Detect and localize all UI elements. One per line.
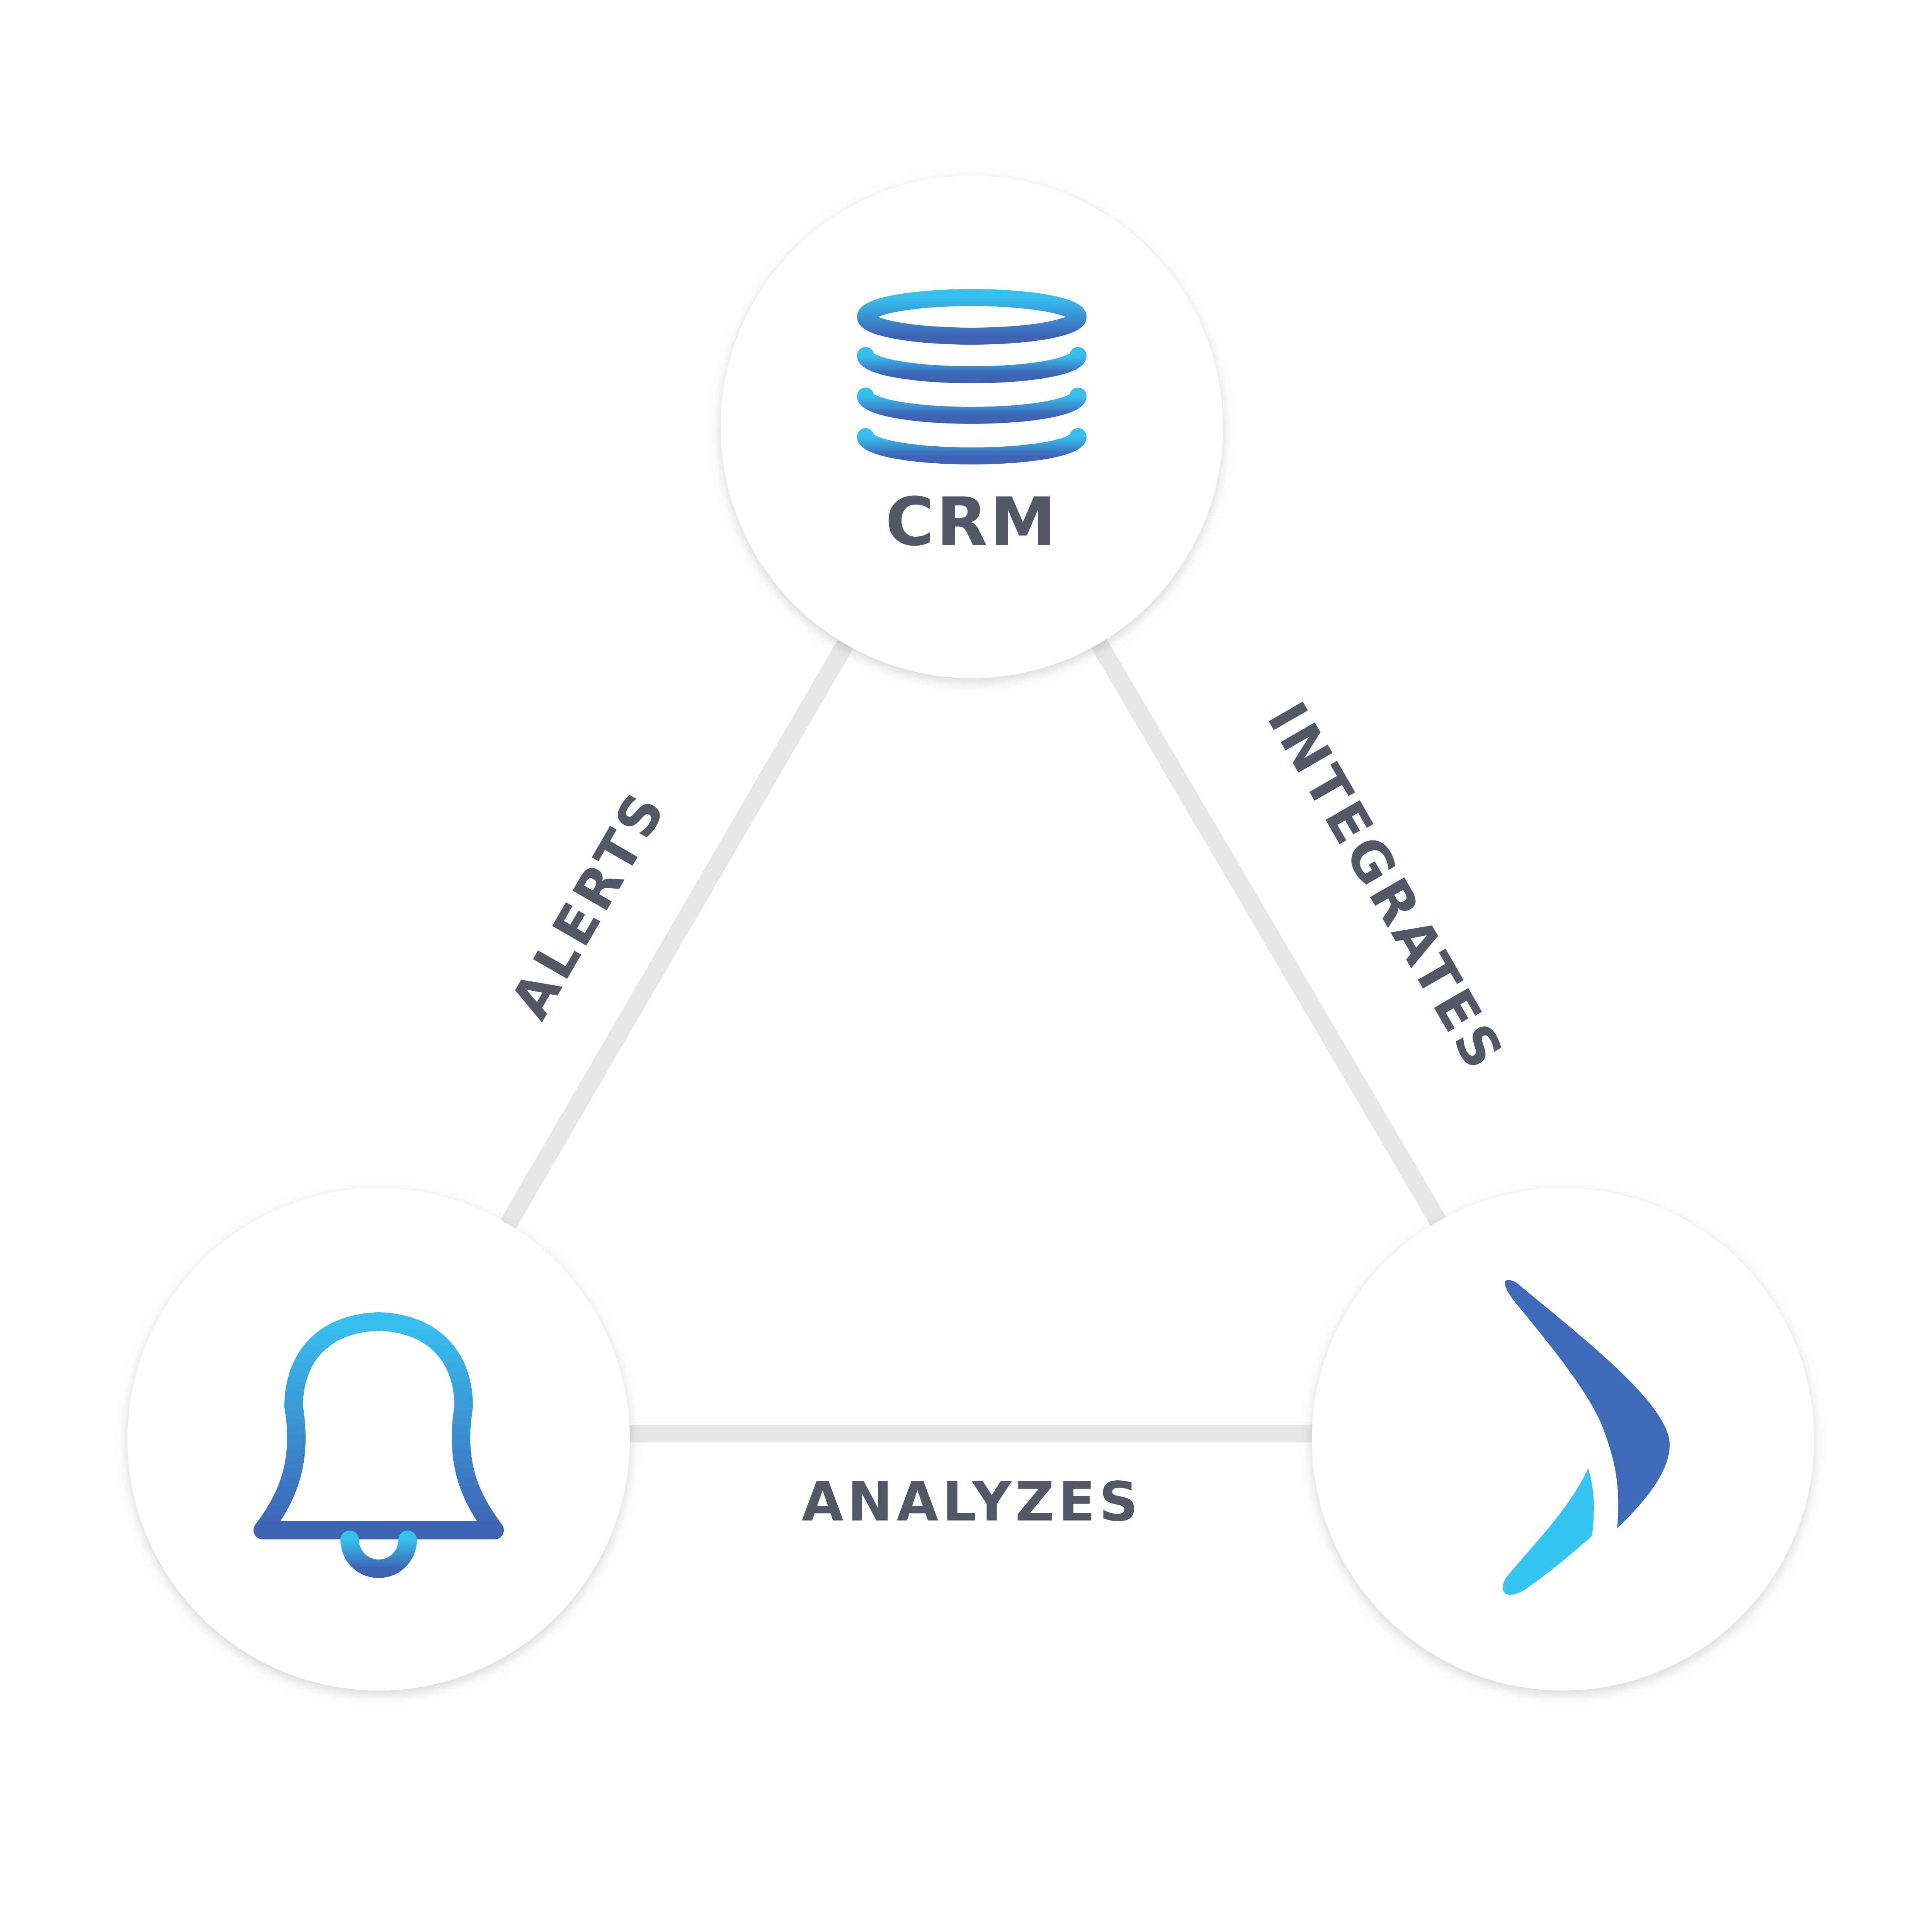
brand-node-circle xyxy=(1312,1188,1814,1690)
logo-dark-stroke xyxy=(1505,1280,1670,1528)
crm-node-circle xyxy=(721,176,1223,678)
integrates-label: INTEGRATES xyxy=(1255,692,1516,1082)
crm-label: CRM xyxy=(885,483,1058,561)
bell-icon xyxy=(253,1285,504,1578)
crm-node: CRM xyxy=(721,176,1223,678)
database-icon xyxy=(857,289,1087,464)
bell-node xyxy=(128,1188,630,1690)
logo-light-stroke xyxy=(1502,1468,1594,1595)
analyzes-label: ANALYZES xyxy=(802,1471,1142,1534)
boomerang-logo-icon xyxy=(1502,1280,1670,1595)
brand-node xyxy=(1312,1188,1814,1690)
bell-node-circle xyxy=(128,1188,630,1690)
